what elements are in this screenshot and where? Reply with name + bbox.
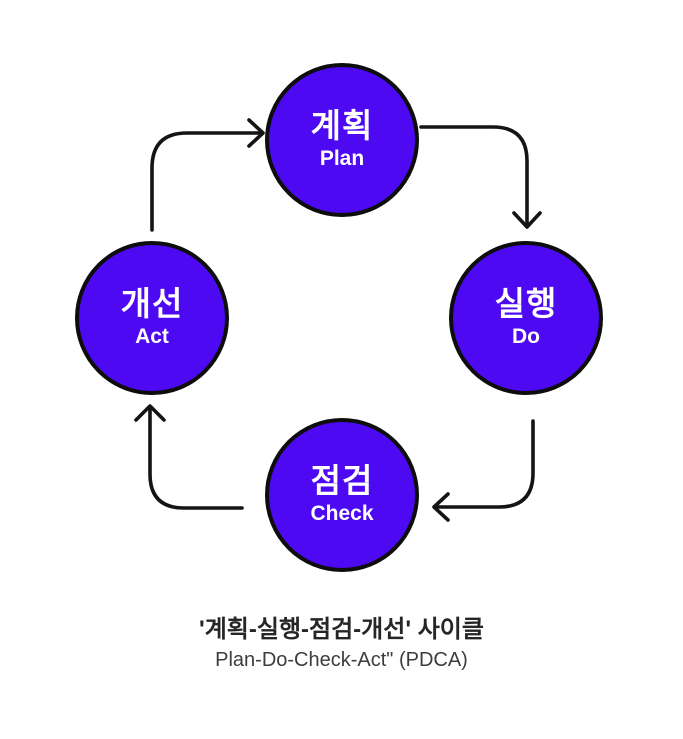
node-do-label-en: Do xyxy=(512,325,540,349)
arrow-act-to-plan xyxy=(150,118,265,232)
node-act: 개선 Act xyxy=(75,241,229,395)
caption-subtitle: Plan-Do-Check-Act" (PDCA) xyxy=(215,648,468,671)
node-do: 실행 Do xyxy=(449,241,603,395)
caption: '계획-실행-점검-개선' 사이클 Plan-Do-Check-Act" (PD… xyxy=(0,616,683,672)
caption-title: '계획-실행-점검-개선' 사이클 xyxy=(199,616,484,643)
arrow-do-to-check xyxy=(432,419,535,522)
node-plan-label-ko: 계획 xyxy=(310,106,374,144)
node-do-label-ko: 실행 xyxy=(494,284,558,322)
node-plan-label-en: Plan xyxy=(319,147,365,171)
node-check-label-ko: 점검 xyxy=(310,461,374,499)
node-act-label-en: Act xyxy=(135,325,169,349)
node-act-label-ko: 개선 xyxy=(120,284,184,322)
arrow-plan-to-do xyxy=(419,125,542,229)
node-check-label-en: Check xyxy=(310,502,374,526)
node-check: 점검 Check xyxy=(265,418,419,572)
node-plan: 계획 Plan xyxy=(265,63,419,217)
arrow-check-to-act xyxy=(134,404,244,510)
